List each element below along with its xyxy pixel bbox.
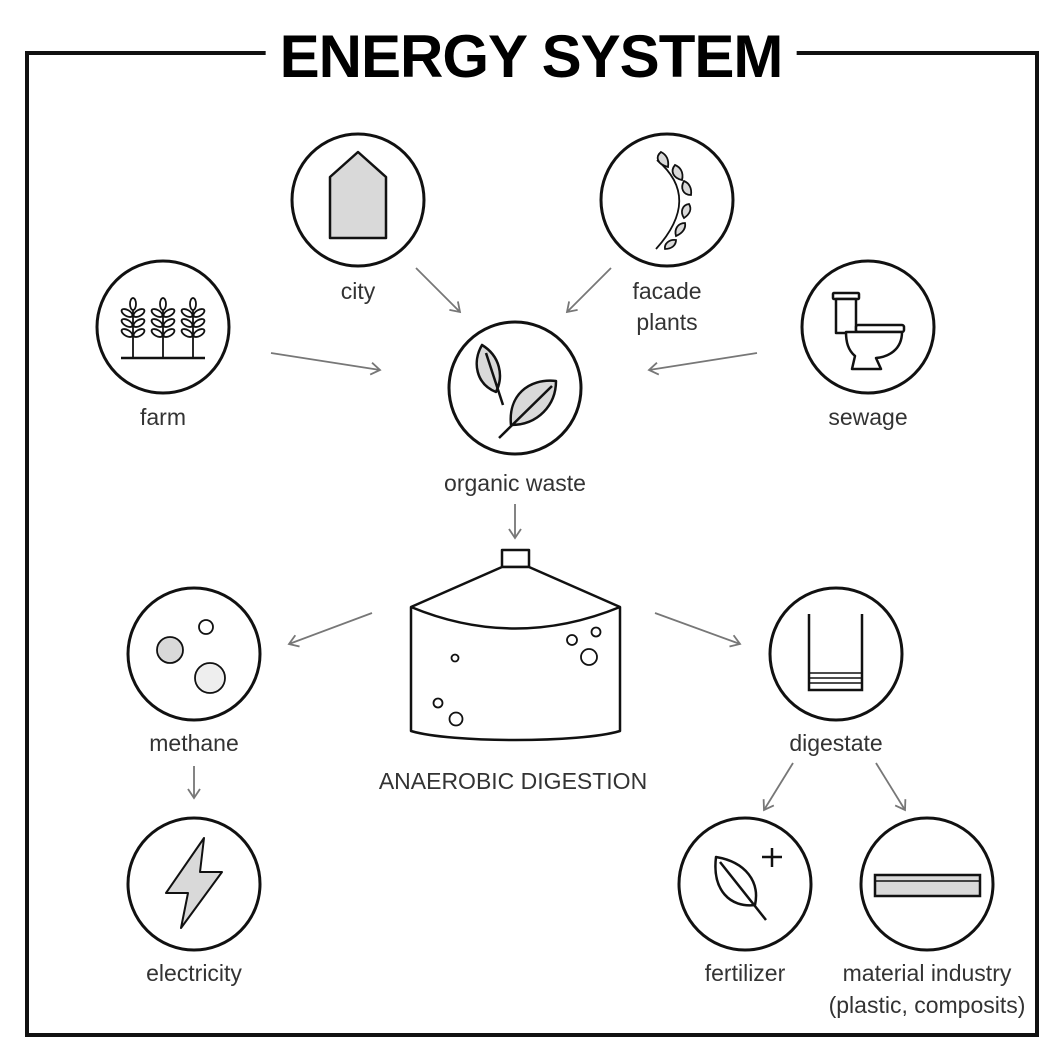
label-organic-waste: organic waste: [444, 470, 586, 496]
organic-waste-node: [447, 320, 583, 456]
label-city: city: [340, 278, 376, 304]
lightning-icon: [165, 837, 223, 929]
diagram-title: ENERGY SYSTEM: [265, 22, 797, 92]
toilet-icon: [831, 291, 906, 371]
arrow-farm-to-organic: [270, 352, 382, 376]
house-icon: [328, 150, 388, 240]
label-digestate: digestate: [789, 730, 883, 756]
digester-tank-icon: [409, 548, 622, 742]
arrow-sewage-to-organic: [647, 352, 758, 376]
label-facade-plants-line1: facade: [632, 278, 702, 304]
wheat-icon: [120, 297, 206, 360]
label-fertilizer: fertilizer: [704, 960, 786, 986]
label-farm: farm: [140, 404, 186, 430]
label-facade-plants-line2: plants: [636, 309, 698, 335]
digestate-node: [768, 586, 904, 722]
methane-node: [126, 586, 262, 722]
label-sewage: sewage: [828, 404, 908, 430]
arrow-digestate-to-fertilizer: [762, 762, 794, 812]
container-icon: [807, 614, 864, 692]
label-methane: methane: [149, 730, 239, 756]
arrow-digestate-to-material: [875, 762, 907, 812]
panel-icon: [873, 873, 982, 898]
leaves-icon: [475, 343, 558, 439]
vine-icon: [655, 150, 693, 250]
bubbles-icon: [156, 619, 226, 694]
leaf-plus-icon: [714, 848, 782, 921]
label-anaerobic-digestion: ANAEROBIC DIGESTION: [378, 768, 648, 794]
arrow-digestion-to-digestate: [654, 612, 742, 648]
arrow-facade-to-organic: [565, 267, 612, 314]
arrow-city-to-organic: [415, 267, 462, 314]
label-material-industry-line2: (plastic, composits): [828, 992, 1026, 1018]
label-electricity: electricity: [146, 960, 242, 986]
facade-plants-node: [599, 132, 735, 268]
arrow-digestion-to-methane: [287, 612, 373, 648]
label-material-industry-line1: material industry: [842, 960, 1012, 986]
